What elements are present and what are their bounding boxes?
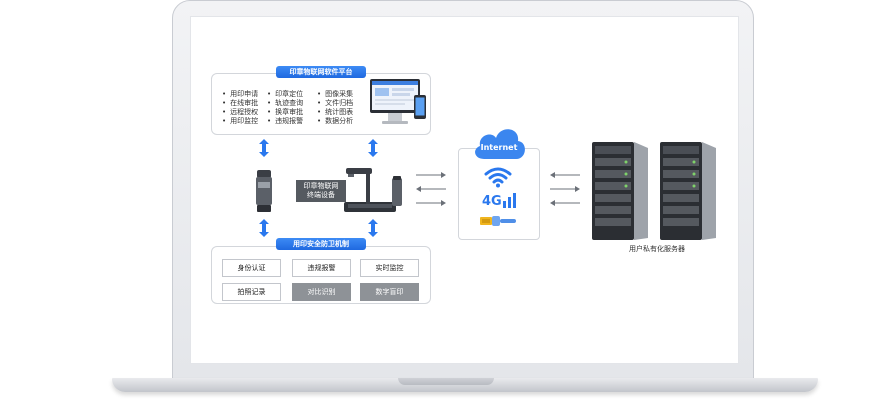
seal-device-image — [256, 170, 272, 212]
feature-item: 文件归档 — [317, 99, 353, 108]
feature-item: 统计图表 — [317, 108, 353, 117]
terminal-device-label: 印章物联网 终端设备 — [296, 180, 346, 202]
security-item-blind-seal: 数字盲印 — [360, 283, 419, 301]
security-item-photo: 拍照记录 — [222, 283, 281, 301]
double-arrow-icon — [259, 139, 269, 157]
security-title: 用印安全防卫机制 — [276, 238, 366, 250]
server-tower-image — [592, 142, 648, 240]
arrow-right-icon — [416, 172, 446, 178]
platform-title: 印章物联网软件平台 — [276, 66, 366, 78]
monitor-phone-image — [370, 79, 426, 124]
security-item-alarm: 违规报警 — [292, 259, 351, 277]
laptop-notch — [398, 378, 494, 385]
double-arrow-icon — [368, 139, 378, 157]
cloud-icon — [475, 129, 525, 159]
arrow-right-icon — [416, 200, 446, 206]
feature-item: 用印申请 — [222, 90, 258, 99]
feature-item: 远程授权 — [222, 108, 258, 117]
arrow-left-icon — [416, 186, 446, 192]
platform-features-col-3: 图像采集 文件归档 统计图表 数据分析 — [317, 90, 353, 126]
feature-item: 数据分析 — [317, 117, 353, 126]
server-label: 用户私有化服务器 — [629, 245, 685, 253]
arrow-left-icon — [550, 200, 580, 206]
feature-item: 轨迹查询 — [267, 99, 303, 108]
arrow-left-icon — [550, 172, 580, 178]
platform-features-col-1: 用印申请 在线审批 远程授权 用印监控 — [222, 90, 258, 126]
feature-item: 违规报警 — [267, 117, 303, 126]
terminal-device-image — [344, 168, 402, 212]
security-item-monitor: 实时监控 — [360, 259, 419, 277]
security-item-compare: 对比识别 — [292, 283, 351, 301]
laptop-base — [112, 378, 818, 392]
security-item-identity: 身份认证 — [222, 259, 281, 277]
feature-item: 印章定位 — [267, 90, 303, 99]
ethernet-cable-icon — [480, 216, 516, 226]
feature-item: 用印监控 — [222, 117, 258, 126]
double-arrow-icon — [259, 219, 269, 237]
platform-features-col-2: 印章定位 轨迹查询 换章审批 违规报警 — [267, 90, 303, 126]
internet-label: Internet — [480, 143, 518, 152]
arrow-right-icon — [550, 186, 580, 192]
feature-item: 在线审批 — [222, 99, 258, 108]
feature-item: 图像采集 — [317, 90, 353, 99]
server-tower-image — [660, 142, 716, 240]
feature-item: 换章审批 — [267, 108, 303, 117]
signal-bars-icon — [503, 193, 516, 208]
double-arrow-icon — [368, 219, 378, 237]
signal-label: 4G — [482, 194, 502, 209]
wifi-icon — [484, 167, 512, 188]
